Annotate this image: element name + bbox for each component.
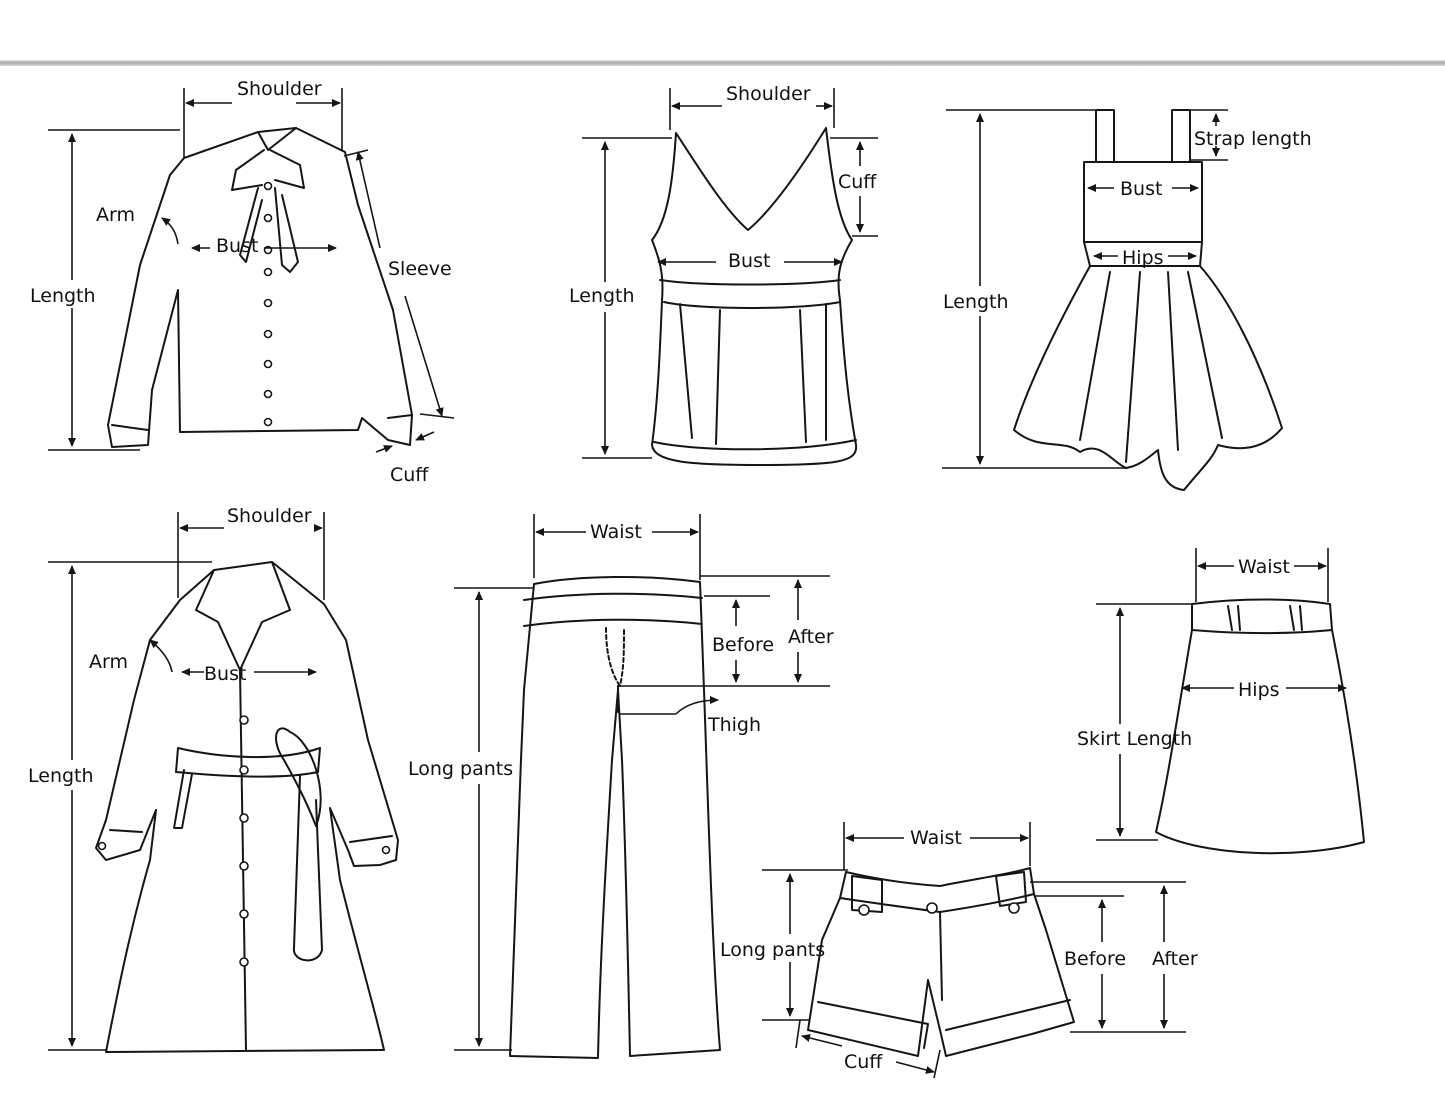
shirt-bust-label: Bust <box>216 235 258 257</box>
shirt-buttons <box>263 181 273 427</box>
pants-figure <box>454 514 830 1059</box>
shorts-before-label: Before <box>1064 948 1126 970</box>
coat-length-label: Length <box>28 765 94 787</box>
dress-length-label: Length <box>943 291 1009 313</box>
dress-bust-label: Bust <box>1120 178 1162 200</box>
vest-shoulder-label: Shoulder <box>726 83 811 105</box>
shirt-figure <box>48 88 455 453</box>
coat-arm-label: Arm <box>89 651 128 673</box>
vest-bust-label: Bust <box>728 250 770 272</box>
shirt-arm-label: Arm <box>96 204 135 226</box>
pants-waist-label: Waist <box>590 521 642 543</box>
skirt-waist-label: Waist <box>1238 556 1290 578</box>
shorts-waist-label: Waist <box>910 827 962 849</box>
skirt-hips-label: Hips <box>1238 679 1280 701</box>
skirt-length-label: Skirt Length <box>1077 728 1192 750</box>
shorts-long-label: Long pants <box>720 939 825 961</box>
coat-buttons <box>97 715 391 967</box>
shirt-shoulder-label: Shoulder <box>237 78 322 100</box>
pants-thigh-label: Thigh <box>707 714 761 736</box>
vest-figure <box>582 88 878 466</box>
top-divider <box>0 60 1445 66</box>
pants-before-label: Before <box>712 634 774 656</box>
coat-bust-label: Bust <box>204 663 246 685</box>
coat-figure <box>48 512 399 1053</box>
pants-long-label: Long pants <box>408 758 513 780</box>
vest-length-label: Length <box>569 285 635 307</box>
shorts-figure <box>762 822 1186 1079</box>
shirt-length-label: Length <box>30 285 96 307</box>
dress-hips-label: Hips <box>1122 247 1164 269</box>
vest-cuff-label: Cuff <box>838 171 877 193</box>
skirt-figure <box>1096 548 1365 855</box>
shorts-after-label: After <box>1152 948 1198 970</box>
coat-shoulder-label: Shoulder <box>227 505 312 527</box>
pants-after-label: After <box>788 626 834 648</box>
shirt-cuff-label: Cuff <box>390 464 429 486</box>
shorts-cuff-label: Cuff <box>844 1051 883 1073</box>
dress-figure <box>942 109 1283 491</box>
shirt-sleeve-label: Sleeve <box>388 258 452 280</box>
dress-strap-label: Strap length <box>1194 128 1312 150</box>
